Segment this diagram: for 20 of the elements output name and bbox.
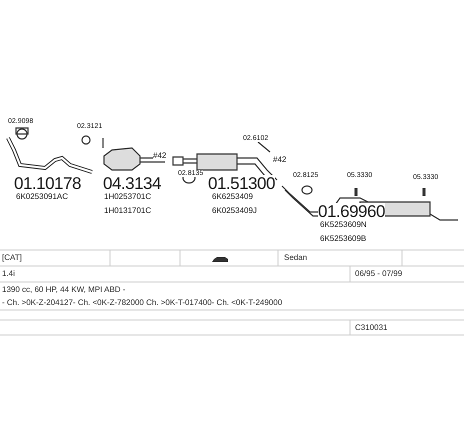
pipe-diameter: #42 bbox=[273, 156, 286, 164]
part-number: 01.10178 bbox=[14, 175, 81, 192]
part-number: 01.69960 bbox=[318, 203, 385, 220]
oem-number: 1H0131701C bbox=[104, 207, 152, 215]
table-cell: - Ch. >0K-Z-204127- Ch. <0K-Z-782000 Ch. >0K-T-017400- Ch. <0K-T-249000 bbox=[2, 299, 282, 307]
part-number: 01.51300 bbox=[208, 175, 275, 192]
table-cell: 1.4i bbox=[2, 270, 15, 278]
table-cell: C310031 bbox=[355, 324, 388, 332]
oem-number: 6K0253409J bbox=[212, 207, 257, 215]
table-cell: 1390 cc, 60 HP, 44 KW, MPI ABD - bbox=[2, 286, 126, 294]
table-cell: [CAT] bbox=[2, 254, 22, 262]
oem-number: 6K0253091AC bbox=[16, 193, 68, 201]
oem-number: 6K5253609B bbox=[320, 235, 366, 243]
oem-number: 6K5253609N bbox=[320, 221, 367, 229]
table-cell: Sedan bbox=[284, 254, 308, 262]
pipe-diameter: #42 bbox=[153, 152, 166, 160]
part-number: 04.3134 bbox=[103, 175, 161, 192]
oem-number: 1H0253701C bbox=[104, 193, 152, 201]
oem-number: 6K6253409 bbox=[212, 193, 253, 201]
table-cell: 06/95 - 07/99 bbox=[355, 270, 402, 278]
